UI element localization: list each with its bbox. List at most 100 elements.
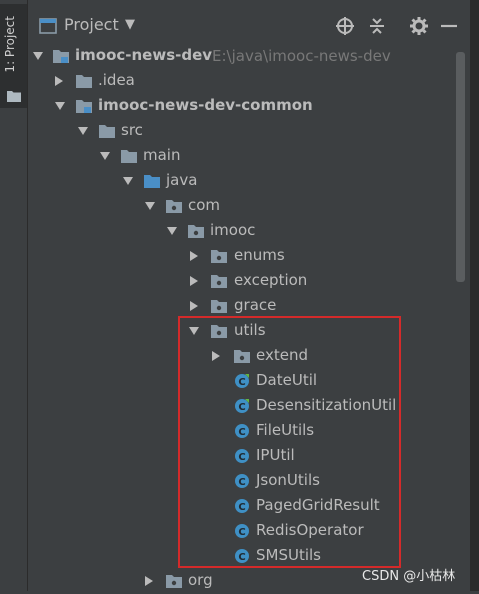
folder-icon	[121, 150, 137, 163]
project-tree: imooc-news-dev E:\java\imooc-news-dev .i…	[28, 40, 464, 591]
svg-text:C: C	[238, 527, 245, 538]
tree-node-class[interactable]: C PagedGridResult	[28, 494, 464, 519]
package-icon	[188, 225, 204, 238]
tree-node-utils[interactable]: utils	[28, 319, 464, 344]
module-folder-icon	[53, 50, 69, 63]
package-icon	[211, 250, 227, 263]
tree-node-class[interactable]: C SMSUtils	[28, 544, 464, 569]
tree-node-root[interactable]: imooc-news-dev E:\java\imooc-news-dev	[28, 44, 464, 69]
expand-arrow-icon[interactable]	[190, 276, 198, 286]
tree-label: org	[188, 571, 213, 589]
expand-arrow-icon[interactable]	[167, 227, 177, 235]
tree-node-com[interactable]: com	[28, 194, 464, 219]
project-header: Project ▼	[28, 0, 479, 52]
svg-text:C: C	[238, 477, 245, 488]
tree-label: DateUtil	[256, 371, 318, 389]
tree-node-org[interactable]: org	[28, 569, 464, 594]
expand-arrow-icon[interactable]	[145, 576, 153, 586]
svg-text:C: C	[238, 502, 245, 513]
tree-label: java	[166, 171, 198, 189]
project-window-icon	[39, 18, 57, 34]
tree-label: src	[121, 121, 143, 139]
tree-label: utils	[234, 321, 266, 339]
annotation-highlight-box	[178, 316, 401, 568]
gear-icon[interactable]	[408, 15, 430, 37]
tree-label: FileUtils	[256, 421, 315, 439]
chevron-down-icon[interactable]: ▼	[125, 17, 135, 32]
source-folder-icon	[144, 175, 160, 188]
tree-label: main	[143, 146, 181, 164]
folder-icon	[99, 125, 115, 138]
tree-node-class[interactable]: C DateUtil	[28, 369, 464, 394]
expand-arrow-icon[interactable]	[123, 177, 133, 185]
tree-node-class[interactable]: C JsonUtils	[28, 469, 464, 494]
tree-label: grace	[234, 296, 277, 314]
expand-arrow-icon[interactable]	[33, 52, 43, 60]
project-tool-tab[interactable]: 1: Project	[0, 4, 27, 108]
expand-arrow-icon[interactable]	[145, 202, 155, 210]
watermark: CSDN @小枯林	[362, 569, 456, 584]
project-tool-tab-label: 1: Project	[3, 16, 17, 73]
class-icon: C	[235, 499, 249, 513]
editor-edge	[470, 0, 479, 591]
class-icon: C	[235, 549, 249, 563]
tree-node-main[interactable]: main	[28, 144, 464, 169]
tree-label: DesensitizationUtil	[256, 396, 397, 414]
tree-label: JsonUtils	[256, 471, 320, 489]
package-icon	[166, 200, 182, 213]
expand-arrow-icon[interactable]	[100, 152, 110, 160]
expand-arrow-icon[interactable]	[189, 327, 199, 335]
view-selector[interactable]: Project	[64, 15, 119, 34]
module-path: E:\java\imooc-news-dev	[212, 47, 391, 65]
tree-node-grace[interactable]: grace	[28, 294, 464, 319]
class-icon: C	[235, 374, 249, 388]
folder-icon	[76, 75, 92, 88]
expand-arrow-icon[interactable]	[190, 301, 198, 311]
svg-text:C: C	[238, 452, 245, 463]
package-icon	[211, 275, 227, 288]
tool-window-strip: 1: Project	[0, 0, 28, 591]
svg-text:C: C	[238, 552, 245, 563]
tree-node-class[interactable]: C FileUtils	[28, 419, 464, 444]
package-icon	[211, 325, 227, 338]
package-icon	[234, 350, 250, 363]
tree-label: SMSUtils	[256, 546, 321, 564]
expand-arrow-icon[interactable]	[55, 102, 65, 110]
tree-label: PagedGridResult	[256, 496, 380, 514]
tree-label: RedisOperator	[256, 521, 364, 539]
expand-arrow-icon[interactable]	[55, 76, 63, 86]
tree-node-class[interactable]: C DesensitizationUtil	[28, 394, 464, 419]
svg-text:C: C	[238, 402, 245, 413]
tree-node-extend[interactable]: extend	[28, 344, 464, 369]
tree-node-src[interactable]: src	[28, 119, 464, 144]
locate-icon[interactable]	[334, 15, 356, 37]
tree-label: imooc-news-dev-common	[98, 96, 313, 114]
tree-label: IPUtil	[256, 446, 295, 464]
tree-label: imooc-news-dev	[75, 46, 213, 64]
tree-node-idea[interactable]: .idea	[28, 69, 464, 94]
tree-node-enums[interactable]: enums	[28, 244, 464, 269]
tree-label: exception	[234, 271, 308, 289]
module-folder-icon	[76, 100, 92, 113]
tree-node-imooc[interactable]: imooc	[28, 219, 464, 244]
tree-label: com	[188, 196, 221, 214]
class-icon: C	[235, 524, 249, 538]
folder-icon	[7, 91, 21, 102]
collapse-all-icon[interactable]	[366, 15, 388, 37]
tree-node-class[interactable]: C RedisOperator	[28, 519, 464, 544]
tree-label: enums	[234, 246, 285, 264]
vertical-scrollbar[interactable]	[456, 52, 465, 282]
tree-node-module[interactable]: imooc-news-dev-common	[28, 94, 464, 119]
svg-text:C: C	[238, 377, 245, 388]
tree-node-class[interactable]: C IPUtil	[28, 444, 464, 469]
expand-arrow-icon[interactable]	[212, 351, 220, 361]
class-icon: C	[235, 399, 249, 413]
class-icon: C	[235, 424, 249, 438]
tree-node-java[interactable]: java	[28, 169, 464, 194]
expand-arrow-icon[interactable]	[190, 251, 198, 261]
tree-node-exception[interactable]: exception	[28, 269, 464, 294]
class-icon: C	[235, 474, 249, 488]
tree-label: .idea	[98, 71, 135, 89]
minimize-icon[interactable]	[438, 15, 460, 37]
expand-arrow-icon[interactable]	[78, 127, 88, 135]
